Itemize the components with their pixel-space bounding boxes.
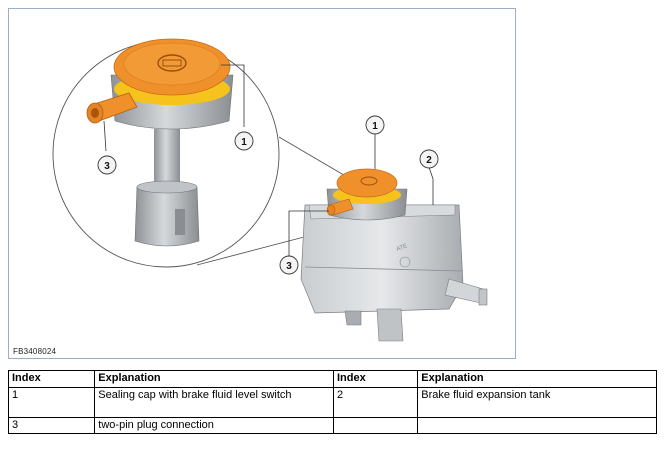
legend-header-row: Index Explanation Index Explanation: [7, 370, 657, 388]
callout-1-tank: 1: [365, 115, 385, 135]
cell-explanation: two-pin plug connection: [94, 417, 334, 434]
header-index-1: Index: [7, 370, 96, 388]
cell-index: 3: [7, 417, 96, 434]
svg-text:1: 1: [241, 137, 247, 148]
header-explanation-1: Explanation: [94, 370, 334, 388]
legend-table: Index Explanation Index Explanation 1 Se…: [7, 370, 657, 434]
cell-explanation: [417, 417, 657, 434]
svg-text:1: 1: [372, 121, 378, 132]
cell-index: 1: [7, 387, 96, 418]
figure-code: FB3408024: [13, 347, 57, 356]
svg-text:ATE: ATE: [396, 243, 409, 252]
table-row: 3 two-pin plug connection: [7, 417, 657, 434]
callout-2-tank: 2: [419, 149, 439, 169]
brake-fluid-reservoir-illustration: ATE 1 3 1: [8, 8, 516, 359]
zoomed-sealing-cap: [86, 38, 245, 247]
illustration-svg: ATE 1 3 1: [52, 38, 488, 342]
svg-text:3: 3: [286, 261, 292, 272]
cell-explanation: Sealing cap with brake fluid level switc…: [94, 387, 334, 418]
cell-explanation: Brake fluid expansion tank: [417, 387, 657, 418]
cell-index: [332, 417, 419, 434]
svg-text:2: 2: [426, 155, 432, 166]
callout-3-tank: 3: [279, 255, 299, 275]
callout-3-zoom: 3: [97, 155, 117, 175]
header-explanation-2: Explanation: [417, 370, 657, 388]
table-row: 1 Sealing cap with brake fluid level swi…: [7, 387, 657, 418]
header-index-2: Index: [332, 370, 419, 388]
callout-1-zoom: 1: [234, 131, 254, 151]
cell-index: 2: [332, 387, 419, 418]
svg-text:3: 3: [104, 161, 110, 172]
brake-fluid-expansion-tank: ATE: [288, 133, 488, 342]
